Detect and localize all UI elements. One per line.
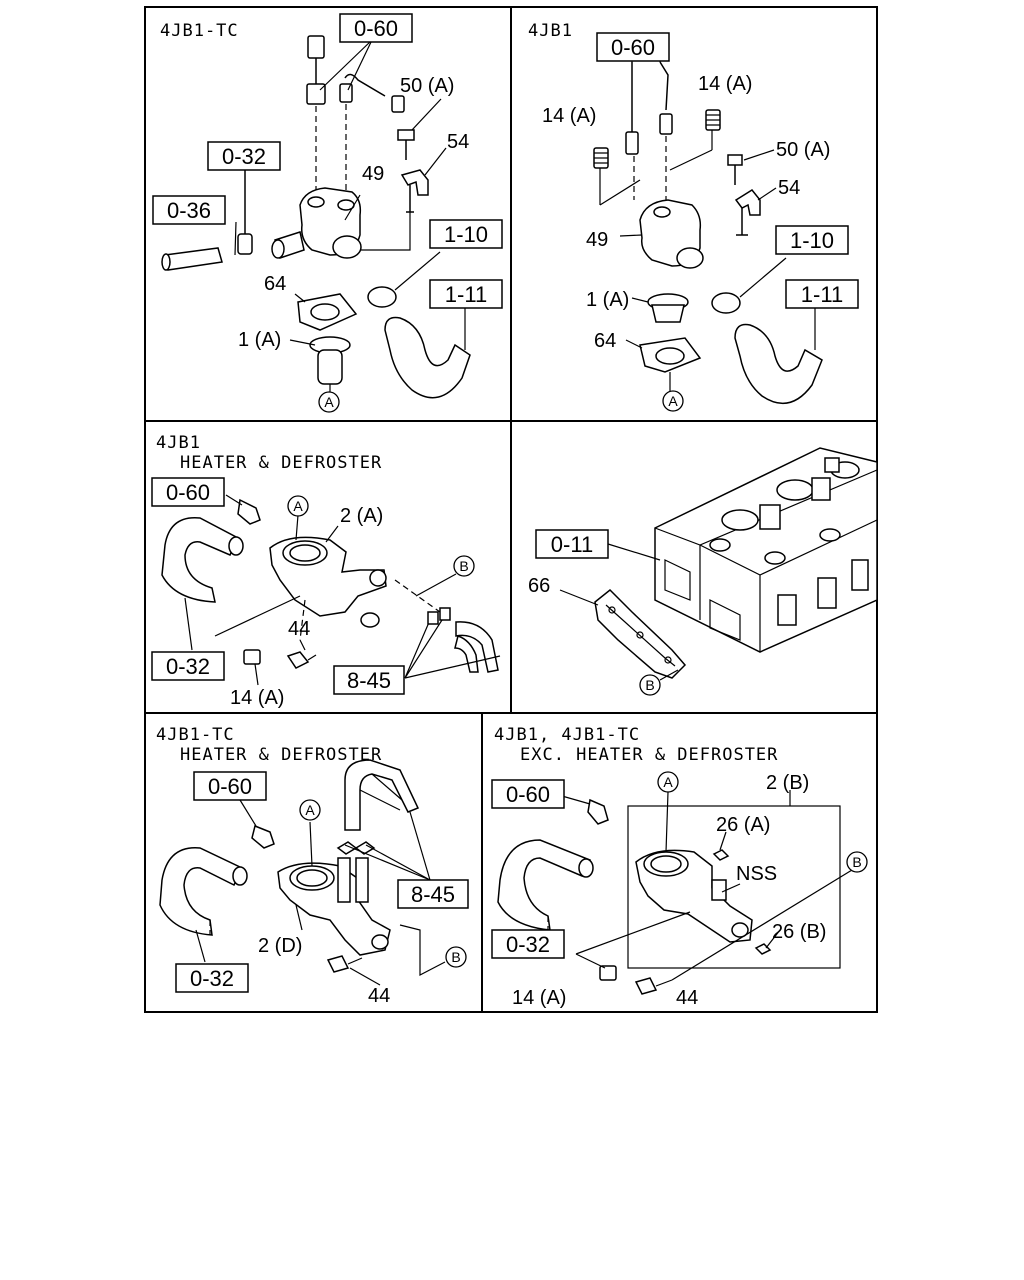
ref-box: 0-60 [339, 13, 413, 43]
ref-box: 0-11 [535, 529, 609, 559]
part-label: 1 (A) [238, 329, 281, 351]
panel-title: 4JB1 [528, 21, 573, 41]
svg-text:A: A [293, 498, 303, 514]
ref-box: 1-10 [775, 225, 849, 255]
ref-box: 0-36 [152, 195, 226, 225]
connection-marker: A [662, 390, 684, 412]
panel-4jb1-heater-defroster: 4JB1 HEATER & DEFROSTER [151, 433, 501, 709]
part-label: 44 [288, 618, 310, 640]
part-label: 64 [264, 273, 286, 295]
part-label: 50 (A) [776, 139, 830, 161]
svg-text:0-32: 0-32 [506, 932, 550, 957]
part-label: 14 (A) [512, 987, 566, 1009]
panel-cylinder-head: 0-11 66 B [528, 447, 878, 696]
svg-text:0-32: 0-32 [166, 654, 210, 679]
ref-box: 0-60 [596, 32, 670, 62]
panel-4jb1-thermostat: 4JB1 [528, 21, 859, 412]
svg-text:0-11: 0-11 [551, 532, 593, 557]
part-label: 44 [676, 987, 698, 1009]
svg-text:0-60: 0-60 [166, 480, 210, 505]
svg-text:8-45: 8-45 [411, 882, 455, 907]
ref-box: 8-45 [333, 665, 405, 695]
part-label: 1 (A) [586, 289, 629, 311]
ref-box: 0-32 [175, 963, 249, 993]
ref-box: 1-11 [429, 279, 503, 309]
part-label: 14 (A) [698, 73, 752, 95]
part-label: 26 (B) [772, 921, 826, 943]
svg-text:1-11: 1-11 [445, 282, 487, 307]
part-label: 54 [778, 177, 800, 199]
part-label: 64 [594, 330, 616, 352]
part-label: 54 [447, 131, 469, 153]
panel-4jb1-tc-heater-defroster: 4JB1-TC HEATER & DEFROSTER [156, 725, 469, 1007]
part-label: NSS [736, 863, 777, 885]
part-label: 26 (A) [716, 814, 770, 836]
ref-box: 0-32 [207, 141, 281, 171]
connection-marker: B [453, 555, 475, 577]
panel-title: 4JB1 [156, 433, 201, 453]
part-label: 44 [368, 985, 390, 1007]
svg-text:0-60: 0-60 [354, 16, 398, 41]
svg-text:0-60: 0-60 [611, 35, 655, 60]
part-label: 2 (D) [258, 935, 302, 957]
ref-box: 0-32 [491, 929, 565, 959]
panel-4jb1-exc-heater-defroster: 4JB1, 4JB1-TC EXC. HEATER & DEFROSTER [491, 725, 868, 1009]
part-label: 2 (A) [340, 505, 383, 527]
svg-text:0-32: 0-32 [222, 144, 266, 169]
ref-box: 1-11 [785, 279, 859, 309]
svg-text:B: B [852, 854, 861, 870]
svg-text:B: B [645, 677, 654, 693]
svg-text:0-32: 0-32 [190, 966, 234, 991]
svg-text:8-45: 8-45 [347, 668, 391, 693]
panel-title: 4JB1, 4JB1-TC [494, 725, 640, 745]
part-label: 49 [586, 229, 608, 251]
svg-text:1-10: 1-10 [444, 222, 488, 247]
svg-text:0-60: 0-60 [208, 774, 252, 799]
part-label: 2 (B) [766, 772, 809, 794]
svg-text:A: A [663, 774, 673, 790]
svg-text:1-11: 1-11 [801, 282, 843, 307]
svg-text:1-10: 1-10 [790, 228, 834, 253]
panel-subtitle: EXC. HEATER & DEFROSTER [520, 745, 778, 765]
panel-subtitle: HEATER & DEFROSTER [180, 453, 382, 473]
part-label: 66 [528, 575, 550, 597]
svg-text:0-60: 0-60 [506, 782, 550, 807]
ref-box: 0-60 [491, 779, 565, 809]
connection-marker: A [299, 799, 321, 821]
ref-box: 0-60 [193, 771, 267, 801]
svg-text:A: A [668, 393, 678, 409]
connection-marker: A [318, 391, 340, 413]
part-label: 14 (A) [230, 687, 284, 709]
ref-box: 1-10 [429, 219, 503, 249]
part-label: 49 [362, 163, 384, 185]
svg-text:0-36: 0-36 [167, 198, 211, 223]
connection-marker: A [287, 495, 309, 517]
connection-marker: B [846, 851, 868, 873]
panel-subtitle: HEATER & DEFROSTER [180, 745, 382, 765]
panel-title: 4JB1-TC [156, 725, 235, 745]
svg-text:A: A [305, 802, 315, 818]
part-label: 50 (A) [400, 75, 454, 97]
ref-box: 0-32 [151, 651, 225, 681]
ref-box: 0-60 [151, 477, 225, 507]
connection-marker: A [657, 771, 679, 793]
panel-4jb1-tc-thermostat: 4JB1-TC [152, 13, 503, 413]
connection-marker: B [445, 946, 467, 968]
svg-text:B: B [459, 558, 468, 574]
svg-text:B: B [451, 949, 460, 965]
part-label: 14 (A) [542, 105, 596, 127]
connection-marker: B [639, 674, 661, 696]
panel-title: 4JB1-TC [160, 21, 239, 41]
svg-text:A: A [324, 394, 334, 410]
ref-box: 8-45 [397, 879, 469, 909]
